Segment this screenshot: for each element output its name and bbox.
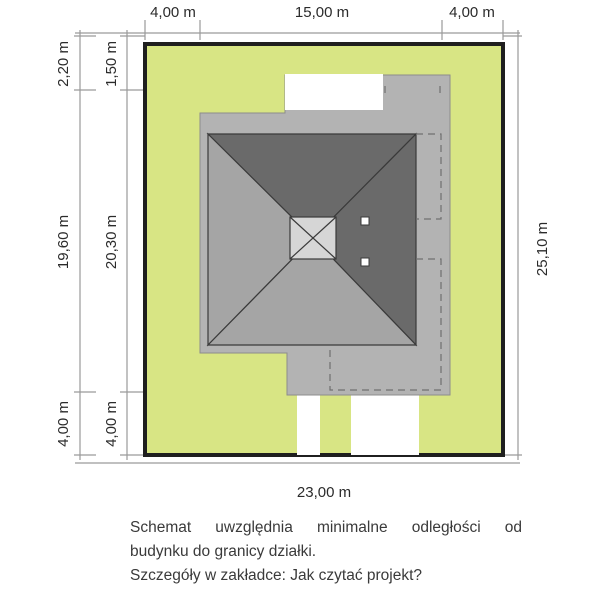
setback-zone xyxy=(285,74,383,110)
driveway-path xyxy=(297,395,320,455)
dim-right: 25,10 m xyxy=(534,222,551,276)
dimension-lines xyxy=(74,20,522,464)
roof-plane xyxy=(206,237,418,346)
dim-left-inner-top: 1,50 m xyxy=(103,41,120,87)
dim-bottom: 23,00 m xyxy=(297,484,351,501)
dim-top-left: 4,00 m xyxy=(150,4,196,21)
caption-line-3: Szczegóły w zakładce: Jak czytać projekt… xyxy=(130,567,423,584)
dashed-outline xyxy=(329,86,442,391)
roof xyxy=(206,132,418,347)
chimney xyxy=(360,216,370,226)
caption: Schemat uwzględnia minimalne odległości … xyxy=(130,516,522,588)
caption-line-1: Schemat uwzględnia minimalne odległości … xyxy=(130,519,522,536)
dim-left-inner-bottom: 4,00 m xyxy=(103,401,120,447)
dim-left-inner-middle: 20,30 m xyxy=(103,215,120,269)
dim-left-outer-middle: 19,60 m xyxy=(55,215,72,269)
site-plan-diagram: 4,00 m 15,00 m 4,00 m 23,00 m 25,10 m 2,… xyxy=(55,4,551,501)
dim-left-outer-top: 2,20 m xyxy=(55,41,72,87)
dim-top-right: 4,00 m xyxy=(449,4,495,21)
dim-top-middle: 15,00 m xyxy=(295,4,349,21)
driveway-path xyxy=(351,395,419,455)
caption-line-2: budynku do granicy działki. xyxy=(130,543,317,560)
dim-left-outer-bottom: 4,00 m xyxy=(55,401,72,447)
chimney xyxy=(360,257,370,267)
